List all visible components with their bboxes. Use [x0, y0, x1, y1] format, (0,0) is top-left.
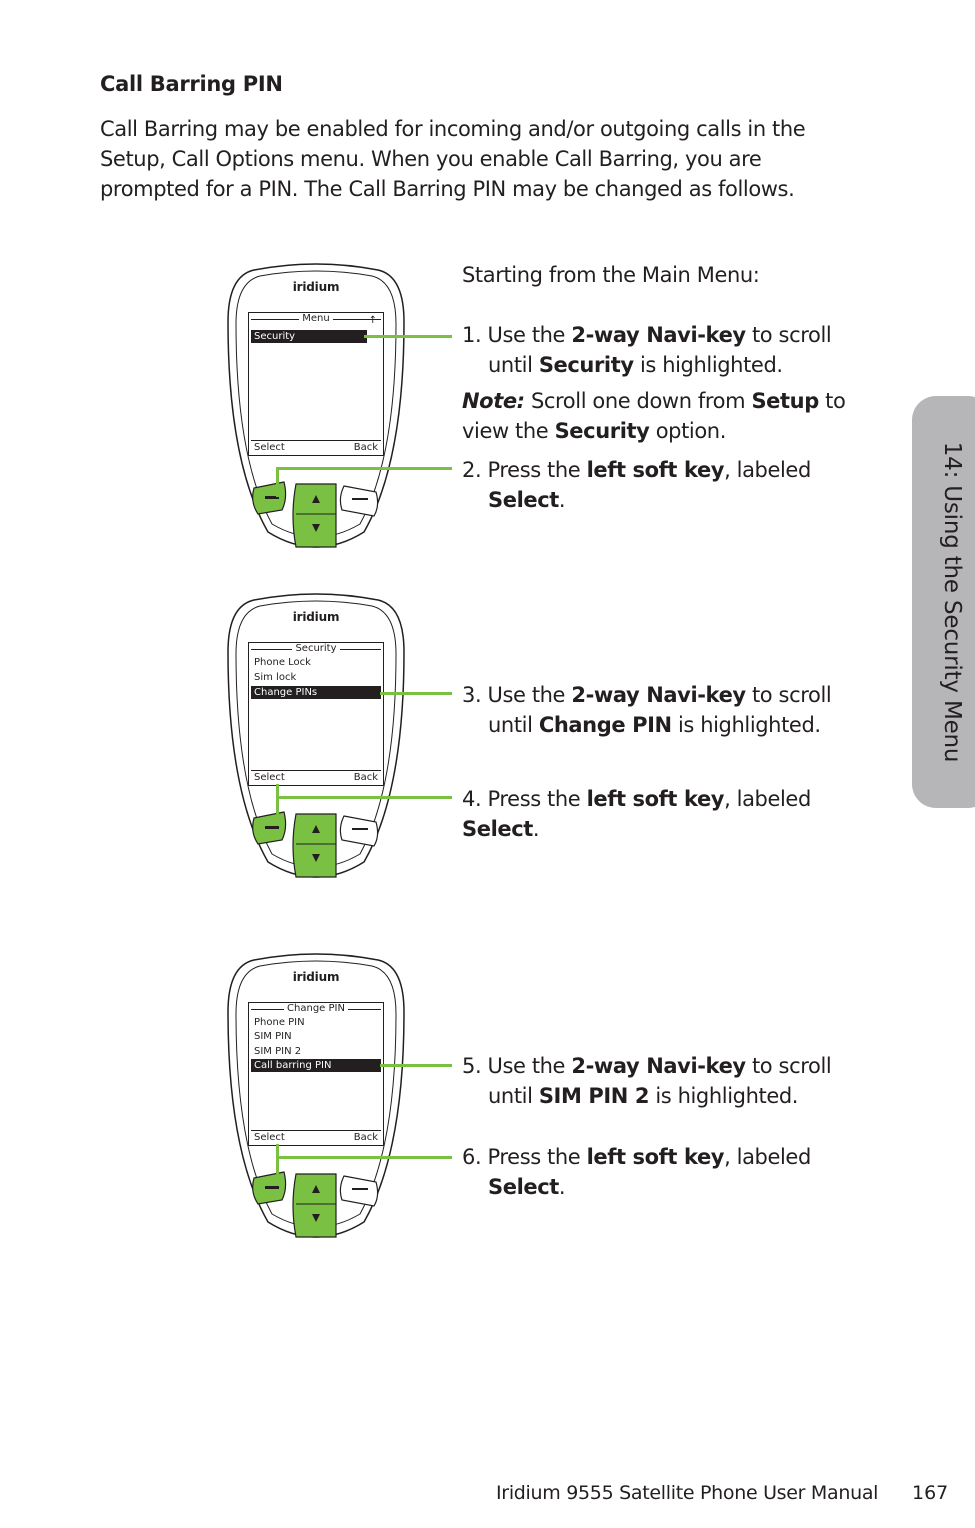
- menu-item-sim-pin-2: SIM PIN 2: [254, 1046, 302, 1057]
- screen-title: Change PIN: [284, 1003, 348, 1014]
- soft-key-right-label: Back: [353, 442, 378, 453]
- footer-title: Iridium 9555 Satellite Phone User Manual: [496, 1482, 879, 1504]
- callout-line: [276, 1156, 452, 1159]
- callout-line: [276, 1144, 279, 1174]
- callout-line: [276, 467, 452, 470]
- callout-line: [276, 784, 279, 814]
- callout-line: [380, 692, 452, 695]
- callout-line: [276, 796, 452, 799]
- menu-item-sim-lock: Sim lock: [254, 672, 297, 683]
- menu-item-phone-lock: Phone Lock: [254, 657, 311, 668]
- callout-line: [380, 1064, 452, 1067]
- phone-illustration-change-pin-menu: iridium Change PIN Phone PIN SIM PIN SIM…: [224, 952, 408, 1244]
- soft-key-right-label: Back: [353, 772, 378, 783]
- soft-key-left-label: Select: [254, 442, 285, 453]
- start-instruction: Starting from the Main Menu:: [462, 263, 760, 287]
- menu-item-phone-pin: Phone PIN: [254, 1017, 305, 1028]
- screen-title: Security: [292, 643, 340, 654]
- section-heading: Call Barring PIN: [100, 72, 283, 96]
- phone-illustration-main-menu: iridium Menu ↑ Security Select Back: [224, 262, 408, 554]
- phone-screen: Change PIN Phone PIN SIM PIN SIM PIN 2 C…: [248, 1002, 384, 1146]
- iridium-logo: iridium: [292, 610, 340, 624]
- soft-key-left-label: Select: [254, 772, 285, 783]
- menu-item-call-barring-pin: Call barring PIN: [251, 1059, 381, 1072]
- soft-key-left-label: Select: [254, 1132, 285, 1143]
- iridium-logo: iridium: [292, 970, 340, 984]
- callout-line: [364, 335, 452, 338]
- soft-key-right-label: Back: [353, 1132, 378, 1143]
- screen-title: Menu: [299, 313, 333, 324]
- phone-screen: Security Phone Lock Sim lock Change PINs…: [248, 642, 384, 786]
- phone-screen: Menu ↑ Security Select Back: [248, 312, 384, 456]
- page-number: 167: [912, 1482, 949, 1504]
- intro-paragraph: Call Barring may be enabled for incoming…: [100, 117, 806, 201]
- menu-item-change-pins: Change PINs: [251, 686, 381, 699]
- scroll-up-icon: ↑: [368, 315, 377, 326]
- menu-item-security: Security: [251, 330, 367, 343]
- iridium-logo: iridium: [292, 280, 340, 294]
- menu-item-sim-pin: SIM PIN: [254, 1031, 292, 1042]
- callout-line: [276, 467, 279, 497]
- chapter-tab: [912, 396, 975, 808]
- chapter-tab-label: 14: Using the Security Menu: [939, 441, 965, 763]
- phone-illustration-security-menu: iridium Security Phone Lock Sim lock Cha…: [224, 592, 408, 884]
